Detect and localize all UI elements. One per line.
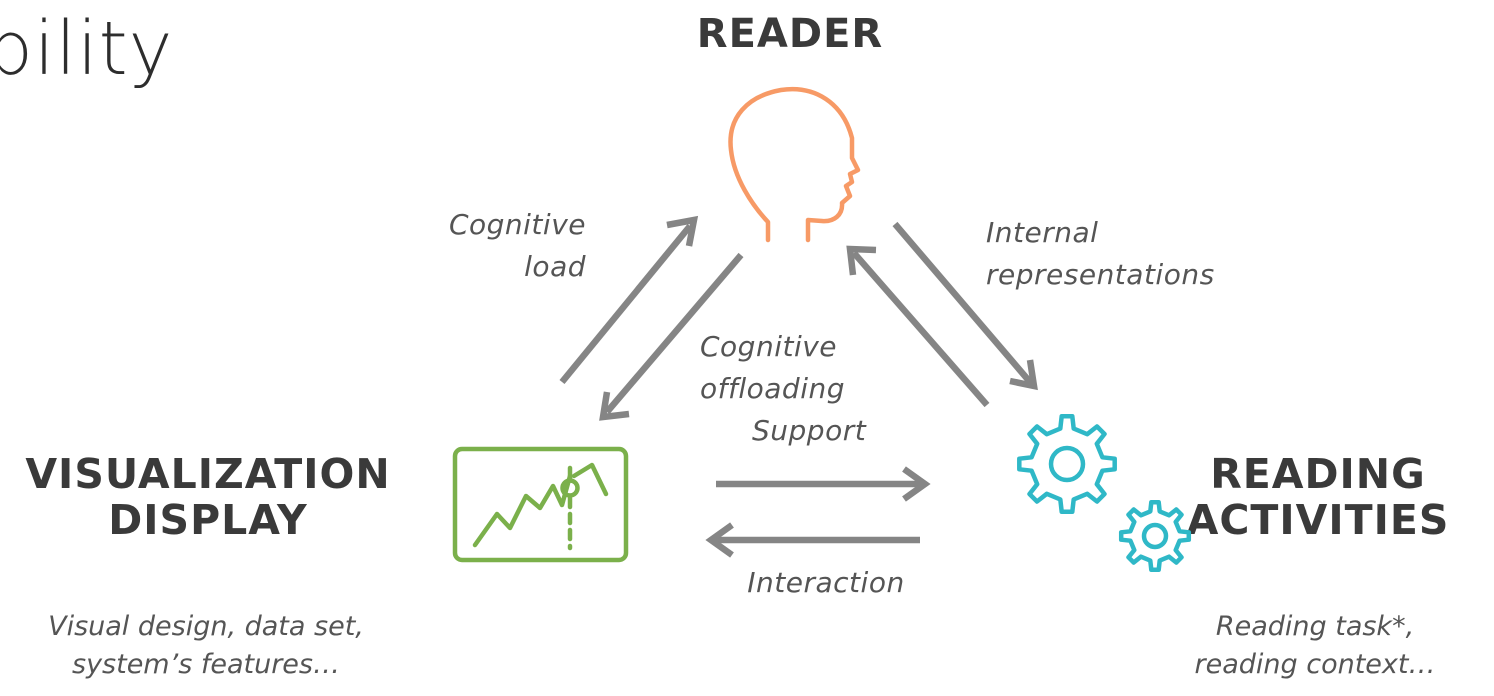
cognitive-offloading-support-label: Cognitive offloading Support: [700, 326, 910, 452]
internal-representations-label: Internal representations: [986, 212, 1306, 296]
reading-heading-line2: ACTIVITIES: [1186, 495, 1450, 544]
internal-representations-arrow: [892, 221, 1038, 391]
visualization-heading-line2: DISPLAY: [108, 495, 308, 544]
visualization-description-line1: Visual design, data set,: [48, 611, 364, 642]
visualization-heading-line1: VISUALIZATION: [25, 450, 391, 498]
small-gear-icon: [1118, 499, 1192, 573]
line-chart-icon: [452, 446, 629, 563]
cognitive-load-arrow: [559, 215, 699, 385]
reading-activities-heading: READING ACTIVITIES: [1178, 450, 1458, 544]
cognitive-offloading-support-arrow: [716, 466, 931, 502]
reading-heading-line1: READING: [1210, 450, 1426, 498]
visualization-description: Visual design, data set, system’s featur…: [0, 608, 412, 684]
offloading-line1: Cognitive: [700, 330, 838, 363]
reading-description-line2: reading context…: [1194, 648, 1436, 680]
cognitive-load-line1: Cognitive: [448, 208, 586, 241]
offloading-line2: offloading: [700, 372, 845, 405]
head-icon: [728, 86, 861, 243]
visualization-from-reader-arrow: [599, 252, 744, 421]
large-gear-icon: [1017, 414, 1117, 514]
reading-description-line1: Reading task*,: [1215, 611, 1415, 642]
internal-representations-line2: representations: [986, 258, 1215, 291]
gears-icon: [1017, 414, 1192, 573]
offloading-line3: Support: [752, 414, 867, 447]
slide-title-fragment: bility: [0, 6, 174, 92]
reading-activities-description: Reading task*, reading context…: [1150, 608, 1480, 684]
interaction-arrow: [705, 522, 920, 558]
interaction-label: Interaction: [747, 566, 905, 599]
visualization-description-line2: system’s features…: [72, 648, 340, 680]
visualization-display-heading: VISUALIZATION DISPLAY: [0, 450, 416, 544]
internal-representations-line1: Internal: [986, 216, 1099, 249]
reader-from-activities-arrow: [846, 245, 990, 408]
cognitive-load-label: Cognitive load: [366, 204, 586, 288]
cognitive-load-line2: load: [524, 250, 586, 283]
reader-heading: READER: [696, 11, 884, 57]
